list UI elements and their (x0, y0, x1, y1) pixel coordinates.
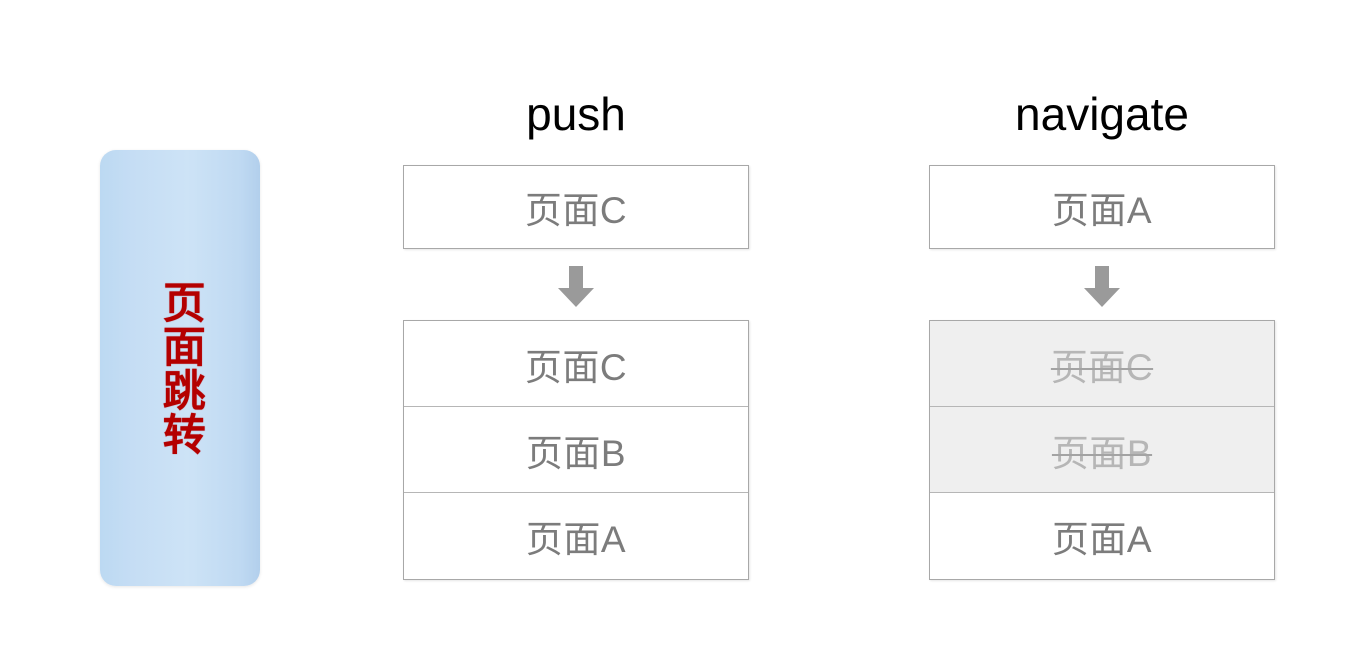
column-title-navigate: navigate (1015, 88, 1189, 140)
stack-row: 页面A (930, 166, 1274, 248)
stack-row: 页面A (404, 493, 748, 579)
page-navigation-label-text: 页面跳转 (156, 280, 205, 456)
stack-row: 页面C (404, 166, 748, 248)
stack-row: 页面B (930, 407, 1274, 493)
navigate-stack-after: 页面C 页面B 页面A (929, 320, 1275, 580)
arrow-down-icon (556, 266, 596, 308)
push-stack-before: 页面C (403, 165, 749, 249)
column-title-push: push (526, 88, 626, 140)
navigate-stack-before: 页面A (929, 165, 1275, 249)
stack-row: 页面C (404, 321, 748, 407)
arrow-down-icon (1082, 266, 1122, 308)
push-stack-after: 页面C 页面B 页面A (403, 320, 749, 580)
stack-row: 页面A (930, 493, 1274, 579)
stack-row: 页面B (404, 407, 748, 493)
page-navigation-label-panel: 页面跳转 (100, 150, 260, 586)
stack-row: 页面C (930, 321, 1274, 407)
